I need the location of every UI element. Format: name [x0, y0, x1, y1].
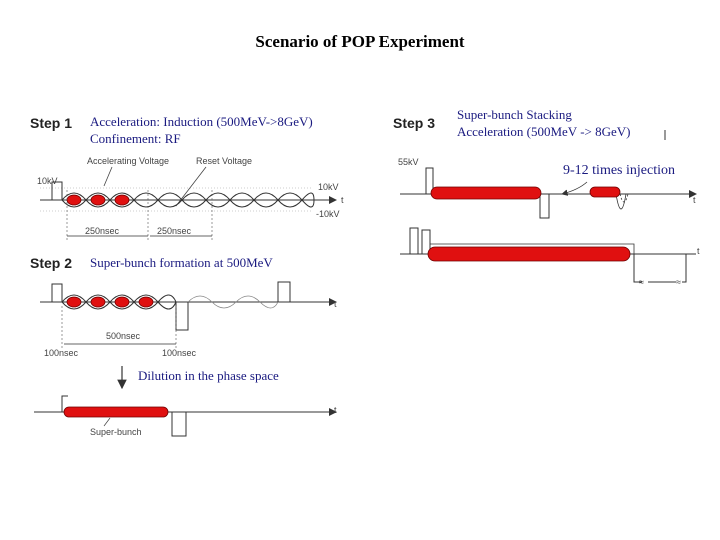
bunch	[90, 194, 106, 206]
accel-voltage-label: Accelerating Voltage	[87, 156, 169, 166]
stacked-bunch	[430, 186, 542, 200]
step3-pulse-mid	[539, 194, 550, 219]
step1-diagram: Accelerating Voltage Reset Voltage 10kV …	[37, 156, 344, 242]
t-label-5: t	[697, 246, 700, 256]
dur2-label: 250nsec	[157, 226, 192, 236]
voltage-55kv-label: 55kV	[398, 157, 419, 167]
t-label-2: t	[334, 299, 337, 309]
step1-label: Step 1	[30, 115, 73, 131]
dur-right-label: 100nsec	[162, 348, 197, 358]
bunch	[90, 296, 106, 308]
step3b-pulse-2	[421, 229, 431, 254]
step3b-envelope	[430, 243, 635, 254]
dur-left-label: 100nsec	[44, 348, 79, 358]
dur-main-label: 500nsec	[106, 331, 141, 341]
step2b-pulse-left	[61, 395, 68, 412]
step3-line2: Acceleration (500MeV -> 8GeV)	[457, 124, 631, 139]
t-label-1: t	[341, 195, 344, 205]
step1-line2: Confinement: RF	[90, 131, 181, 146]
injection-label: 9-12 times injection	[563, 163, 675, 178]
step3b-pulse-1	[409, 227, 419, 254]
rf-wave-c	[61, 294, 177, 310]
step3b-pulse-5	[682, 254, 687, 283]
step3-dip-dashed	[619, 193, 629, 203]
step3-label: Step 3	[393, 115, 436, 131]
step2-pulse-left	[40, 283, 63, 303]
step1-bunches	[66, 194, 130, 206]
reset-voltage-label: Reset Voltage	[196, 156, 252, 166]
step3-dip	[615, 193, 627, 210]
step3-pulse-left	[425, 167, 434, 194]
t-label-3: t	[334, 405, 337, 415]
dur1-label: 250nsec	[85, 226, 120, 236]
rf-wave-b	[61, 192, 315, 208]
bunch	[114, 296, 130, 308]
step1-line1: Acceleration: Induction (500MeV->8GeV)	[90, 114, 313, 129]
step3-diagram: 55kV t t ≈ ≈	[398, 130, 700, 287]
v-left-label: 10kV	[37, 176, 58, 186]
step2-line1: Super-bunch formation at 500MeV	[90, 255, 273, 270]
bunch	[138, 296, 154, 308]
injected-bunch	[589, 186, 621, 198]
step2-label: Step 2	[30, 255, 73, 271]
rf-wave-e	[187, 295, 279, 309]
super-bunch-train	[427, 246, 631, 262]
v-neg-label: -10kV	[316, 209, 340, 219]
v-pos-label: 10kV	[318, 182, 339, 192]
break-mark: ≈	[676, 277, 681, 287]
superbunch-pointer	[103, 417, 111, 427]
injection-arrow	[561, 181, 588, 196]
super-bunch-bar	[63, 406, 169, 418]
step2-bunches	[66, 296, 154, 308]
dilution-label: Dilution in the phase space	[138, 368, 279, 383]
step3b-pulse-3	[633, 254, 642, 283]
bunch	[114, 194, 130, 206]
bunch	[66, 194, 82, 206]
superbunch-label: Super-bunch	[90, 427, 142, 437]
step1-pulse	[40, 181, 63, 201]
bunch	[66, 296, 82, 308]
step2-pulse-end	[277, 281, 291, 302]
t-label-4: t	[693, 195, 696, 205]
rf-wave-a	[61, 192, 315, 208]
rf-wave-d	[61, 294, 177, 310]
step2-diagram: t 500nsec 100nsec 100nsec t Super-bunch	[34, 281, 337, 437]
page-title: Scenario of POP Experiment	[255, 32, 465, 51]
step3-line1: Super-bunch Stacking	[457, 107, 572, 122]
break-mark: ≈	[639, 277, 644, 287]
accel-pointer	[103, 166, 113, 187]
step2-pulse-right	[175, 302, 189, 331]
step2b-pulse-right	[171, 412, 187, 437]
